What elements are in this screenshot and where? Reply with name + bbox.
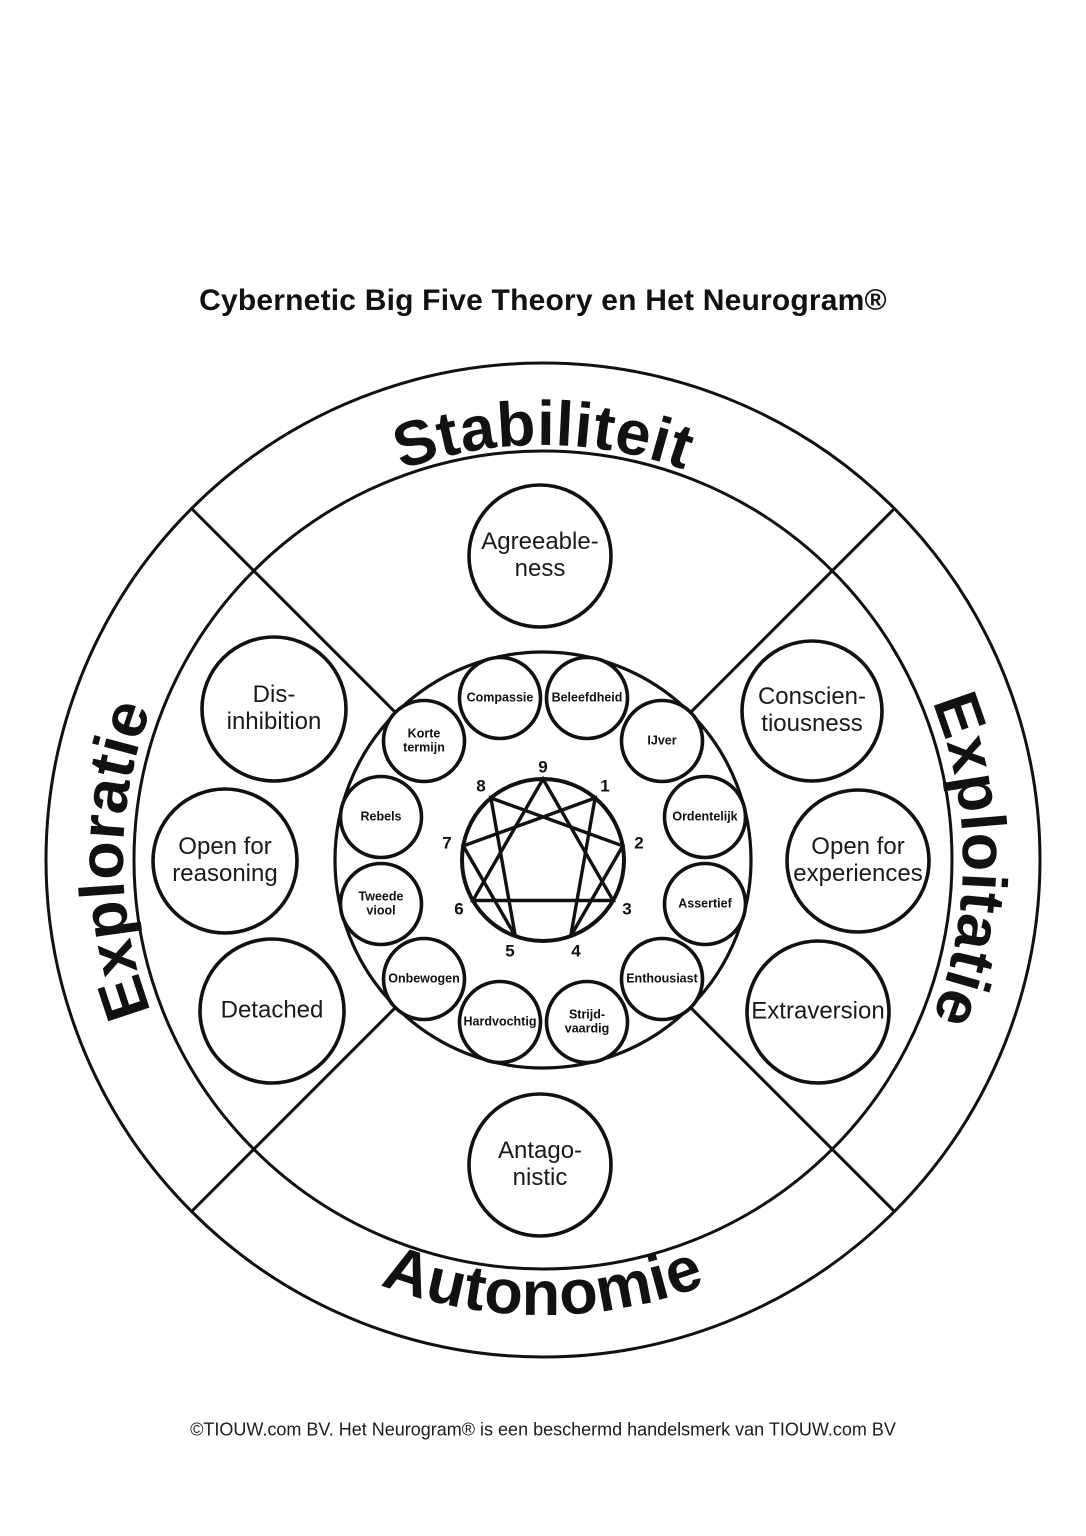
divider-line-ne [689,507,896,714]
circle-disinhibition [200,635,348,783]
label-tweede-viool: Tweede viool [358,889,404,917]
footer-trademark-note: ©TIOUW.com BV. Het Neurogram® is een bes… [190,1419,896,1440]
circle-tweede-viool [338,861,424,947]
circle-agreeableness [467,483,613,629]
label-detached: Detached [220,996,324,1024]
circle-compassie [457,655,543,741]
divider-line-se [689,1006,896,1213]
enneagram-triangle [469,775,617,903]
label-ijver: IJver [647,733,677,748]
enneagram-circle [460,777,626,943]
circle-onbewogen [381,936,467,1022]
circle-rebels [338,774,424,860]
label-hardvochtig: Hardvochtig [463,1014,537,1029]
enneagram-hexad [460,795,626,937]
inner-ring-circle [333,650,753,1070]
enneagram-number-3: 3 [622,900,631,919]
circle-ijver [619,698,705,784]
label-compassie: Compassie [466,690,534,705]
circle-beleefdheid [544,655,630,741]
circle-open-for-experiences [785,788,931,934]
circle-enthousiast [619,936,705,1022]
circle-extraversion [745,939,891,1085]
label-antagonistic: Antago- nistic [497,1137,583,1191]
enneagram-number-4: 4 [571,942,581,961]
ring-label-stabiliteit: Stabiliteit [385,389,703,483]
label-ordentelijk: Ordentelijk [672,809,738,824]
enneagram-number-2: 2 [634,834,643,853]
label-rebels: Rebels [360,809,402,824]
ring-label-autonomie: Autonomie [375,1232,710,1329]
circle-korte-termijn [381,698,467,784]
circle-ordentelijk [662,774,748,860]
label-agreeableness: Agreeable- ness [481,528,599,582]
label-strijdvaardig: Strijd- vaardig [564,1007,610,1035]
label-open-for-experiences: Open for experiences [793,833,923,887]
label-open-for-reasoning: Open for reasoning [172,833,278,887]
enneagram-number-1: 1 [600,777,609,796]
circle-open-for-reasoning [151,787,299,935]
enneagram-number-6: 6 [454,900,463,919]
page-title: Cybernetic Big Five Theory en Het Neurog… [199,284,887,317]
circle-conscientiousness [740,639,884,783]
circle-strijdvaardig [544,979,630,1065]
label-beleefdheid: Beleefdheid [551,690,623,705]
enneagram-number-9: 9 [538,758,547,777]
circle-hardvochtig [457,979,543,1065]
label-conscientiousness: Conscien- tiousness [757,683,867,737]
outer-circle [44,361,1042,1359]
divider-line-nw [190,507,397,714]
enneagram-number-5: 5 [505,942,514,961]
ring-label-exploitatie: Exploitatie [919,683,1019,1037]
label-onbewogen: Onbewogen [388,971,460,986]
label-extraversion: Extraversion [751,997,885,1025]
circle-assertief [662,861,748,947]
label-assertief: Assertief [678,896,732,911]
circle-antagonistic [467,1092,613,1238]
label-disinhibition: Dis- inhibition [226,681,322,735]
second-circle [132,449,954,1271]
circle-detached [198,937,346,1085]
enneagram-number-8: 8 [476,777,485,796]
label-enthousiast: Enthousiast [626,971,698,986]
label-korte-termijn: Korte termijn [403,726,445,754]
divider-line-sw [190,1006,397,1213]
enneagram-number-7: 7 [442,834,451,853]
